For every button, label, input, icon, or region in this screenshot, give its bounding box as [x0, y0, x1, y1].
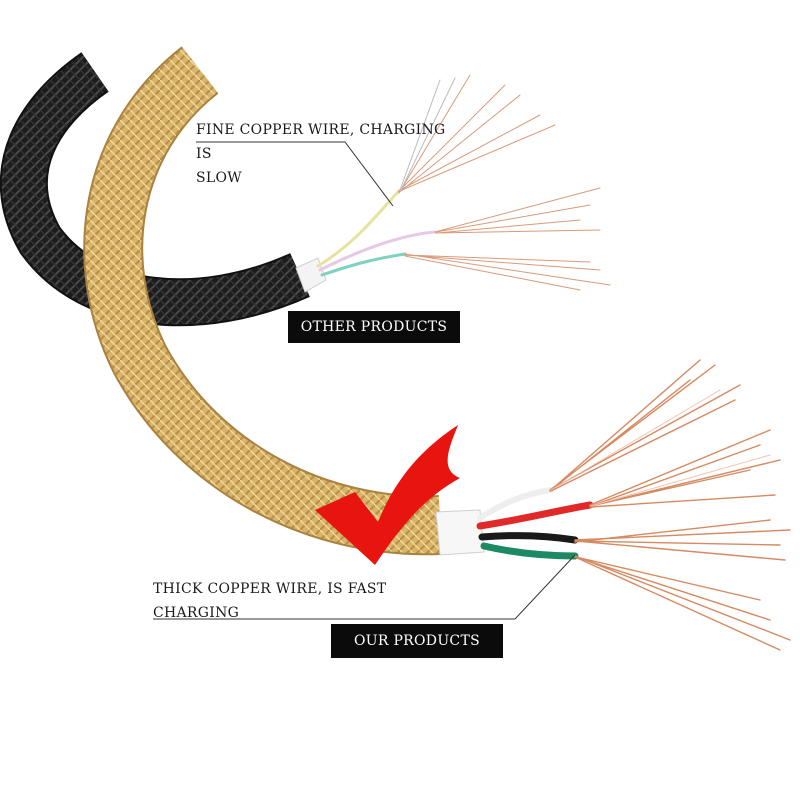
other-products-label: OTHER PRODUCTS	[288, 311, 460, 343]
top-caption: FINE COPPER WIRE, CHARGING IS SLOW	[196, 118, 446, 190]
bottom-caption-line2: CHARGING	[153, 605, 240, 621]
top-caption-line2: SLOW	[196, 170, 242, 186]
bottom-caption-line1: THICK COPPER WIRE, IS FAST	[153, 581, 387, 597]
bottom-caption: THICK COPPER WIRE, IS FAST CHARGING	[153, 577, 393, 625]
thick-wires	[476, 359, 791, 651]
check-mark-icon	[315, 425, 460, 565]
black-cable	[0, 52, 327, 327]
our-products-label: OUR PRODUCTS	[331, 624, 503, 658]
top-leader-line	[196, 141, 394, 207]
thin-wires	[316, 74, 611, 291]
top-caption-line1: FINE COPPER WIRE, CHARGING IS	[196, 122, 446, 162]
bottom-leader-line	[153, 554, 576, 620]
